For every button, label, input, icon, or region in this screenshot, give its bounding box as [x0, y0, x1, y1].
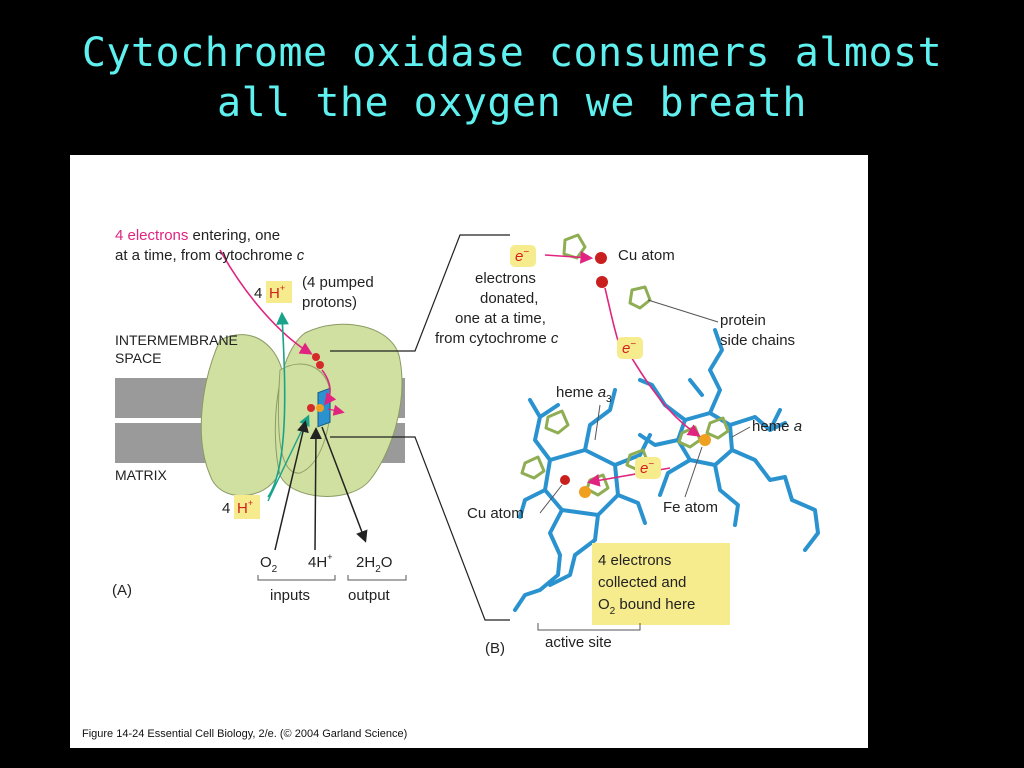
h-input-arrow [309, 427, 322, 551]
pumped-line-2: protons) [302, 294, 357, 311]
figure-panel: 4 electrons entering, one at a time, fro… [70, 155, 868, 748]
pumped-line-1: (4 pumped [302, 274, 374, 291]
electron-bubble-low [635, 457, 661, 479]
protein-label-2: side chains [720, 332, 795, 349]
zoom-line-top [330, 234, 510, 352]
o2-label: O2 [260, 554, 278, 575]
intermembrane-label-2: SPACE [115, 350, 161, 366]
electron-inner-arrow [321, 369, 337, 406]
cu-atom-top [595, 252, 607, 264]
note-line-2: collected and [598, 574, 686, 591]
fe-atom-heme-a [699, 434, 711, 446]
binuclear-fe [316, 404, 324, 412]
binuclear-cu [307, 404, 315, 412]
heme-a3-label: heme a3 [556, 384, 612, 405]
electron-to-fe-arrow [327, 404, 345, 416]
note-line-1: 4 electrons [598, 552, 671, 569]
electron-symbol-top: e− [515, 247, 529, 265]
heme-a-pointer [731, 426, 751, 438]
protein-pointer-line [647, 299, 719, 323]
active-site-bracket [537, 623, 641, 631]
heme-a-molecule [638, 328, 820, 552]
electrons-highlight: 4 electrons [115, 227, 188, 244]
fe-atom-active-site [579, 486, 591, 498]
protein-side-chains [520, 233, 730, 497]
matrix-proton-label: 4 H+ [222, 498, 253, 517]
cu-atom-bottom-label: Cu atom [467, 505, 524, 522]
intermembrane-label-1: INTERMEMBRANE [115, 332, 238, 348]
panel-b: e− e− e− Cu atom electrons donated, one … [435, 233, 820, 657]
electrons-rest: entering, one [188, 227, 280, 244]
heme-a3-molecule [513, 388, 652, 612]
pumped-proton-box [266, 281, 292, 303]
donated-line-2: donated, [480, 290, 538, 307]
electron-flow-b2 [604, 287, 701, 437]
cu-bottom-pointer [539, 484, 563, 514]
title-line-2: all the oxygen we breath [217, 80, 807, 126]
slide-title: Cytochrome oxidase consumers almost all … [0, 28, 1024, 128]
electron-symbol-low: e− [640, 459, 654, 477]
donated-line-3: one at a time, [455, 310, 546, 327]
water-output-arrow [321, 426, 368, 543]
electron-path-arrow [219, 249, 313, 355]
electron-symbol-mid: e− [622, 339, 636, 357]
electrons-entering-label: 4 electrons entering, one [115, 227, 280, 244]
panel-a: 4 electrons entering, one at a time, fro… [112, 227, 407, 604]
donated-line-1: electrons [475, 270, 536, 287]
copper-center-lower [316, 361, 324, 369]
pumped-proton-label: 4 H+ [254, 283, 285, 302]
water-label: 2H2O [356, 554, 392, 575]
fe-pointer [684, 446, 703, 498]
heme-a3-pointer [594, 404, 601, 441]
fe-atom-label: Fe atom [663, 499, 718, 516]
electron-bubble-mid [617, 337, 643, 359]
output-bracket [347, 575, 407, 581]
heme-a-label: heme a [752, 418, 802, 435]
copper-center-upper [312, 353, 320, 361]
panel-b-label: (B) [485, 640, 505, 657]
o2-input-arrow [274, 420, 309, 551]
cytochrome-oxidase-figure: 4 electrons entering, one at a time, fro… [82, 227, 820, 740]
donated-line-4: from cytochrome c [435, 330, 559, 347]
matrix-proton-box [234, 495, 260, 519]
matrix-label: MATRIX [115, 467, 168, 483]
protein-subunit-left [200, 334, 287, 497]
inputs-bracket [257, 575, 336, 581]
active-site-label: active site [545, 634, 612, 651]
title-line-1: Cytochrome oxidase consumers almost [81, 30, 943, 76]
zoom-line-bottom [330, 436, 510, 621]
panel-a-label: (A) [112, 582, 132, 599]
pumped-proton-arrow [267, 311, 289, 498]
cu-atom-active-site [560, 475, 570, 485]
cu-atom-top-2 [596, 276, 608, 288]
active-site-note-box [592, 543, 730, 625]
inputs-label: inputs [270, 587, 310, 604]
note-line-3: O2 bound here [598, 596, 695, 617]
figure-caption: Figure 14-24 Essential Cell Biology, 2/e… [82, 728, 407, 740]
zoom-connectors [330, 234, 510, 621]
cu-atom-top-label: Cu atom [618, 247, 675, 264]
h-input-label: 4H+ [308, 552, 332, 571]
cytochrome-c-line: at a time, from cytochrome c [115, 247, 305, 264]
output-label: output [348, 587, 391, 604]
protein-label-1: protein [720, 312, 766, 329]
electron-bubble-top [510, 245, 536, 267]
electron-flow-b [544, 250, 594, 264]
